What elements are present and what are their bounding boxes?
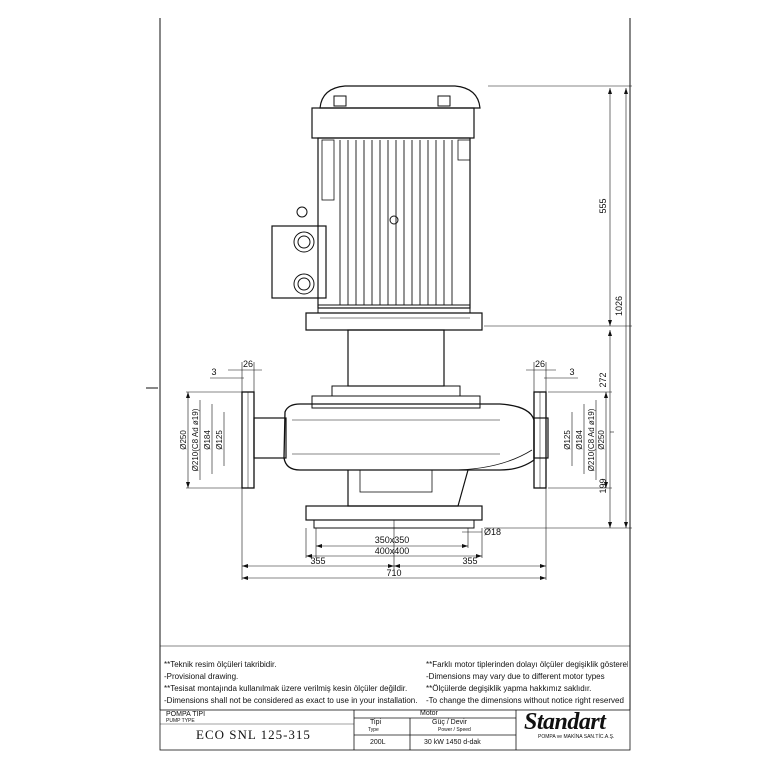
dim-555: 555	[598, 198, 608, 213]
dim-flange-left-210: Ø210(C8 Ad ø19)	[191, 408, 200, 471]
dim-3-right: 3	[569, 367, 574, 377]
dim-272: 272	[598, 372, 608, 387]
motor	[271, 85, 483, 331]
pump-casing	[253, 403, 549, 529]
dim-3-left: 3	[211, 367, 216, 377]
dim-flange-left-250: Ø250	[179, 430, 188, 450]
company-logo: Standart POMPA ve MAKİNA SAN.TİC.A.Ş.	[524, 708, 628, 740]
dimension-arrows	[186, 88, 628, 580]
dim-flange-right-184: Ø184	[575, 430, 584, 450]
note-right-1: **Farklı motor tiplerinden dolayı ölçüle…	[426, 660, 628, 669]
motor-type-label-tr: Tipi	[370, 719, 382, 726]
notes-right: **Farklı motor tiplerinden dolayı ölçüle…	[426, 659, 628, 707]
note-right-3: **Ölçülerde degişiklik yapma hakkımız sa…	[426, 684, 592, 693]
motor-power-label-tr: Güç / Devir	[432, 719, 468, 726]
pump-model: ECO SNL 125-315	[196, 727, 311, 742]
motor-power-label-en: Power / Speed	[438, 727, 471, 733]
dim-26-right: 26	[535, 359, 545, 369]
dim-flange-right-250: Ø250	[597, 430, 606, 450]
dim-400x400: 400x400	[375, 546, 410, 556]
dim-flange-left-184: Ø184	[203, 430, 212, 450]
note-right-2: -Dimensions may vary due to different mo…	[426, 672, 605, 681]
dim-350x350: 350x350	[375, 535, 410, 545]
motor-power-value: 30 kW 1450 d-dak	[424, 739, 481, 746]
logo-wordmark: Standart	[524, 709, 606, 735]
dim-flange-left-125: Ø125	[215, 430, 224, 450]
dim-199: 199	[598, 478, 608, 493]
note-right-4: -To change the dimensions without notice…	[426, 696, 624, 705]
dim-710: 710	[386, 568, 401, 578]
dim-hole-18: Ø18	[484, 527, 501, 537]
motor-header: Motor	[420, 710, 438, 717]
dim-355-right: 355	[462, 556, 477, 566]
notes-left: **Teknik resim ölçüleri takribidir. -Pro…	[164, 659, 417, 707]
dim-26-left: 26	[243, 359, 253, 369]
note-left-1: **Teknik resim ölçüleri takribidir.	[164, 660, 277, 669]
dim-1026: 1026	[614, 296, 624, 316]
note-left-3: **Tesisat montajında kullanılmak üzere v…	[164, 684, 408, 693]
pump-type-label-en: PUMP TYPE	[166, 718, 195, 724]
flange-left	[241, 391, 255, 489]
lantern	[311, 329, 481, 409]
dim-flange-right-125: Ø125	[563, 430, 572, 450]
title-block-frame	[159, 709, 631, 751]
dim-flange-right-210: Ø210(C8 Ad ø19)	[587, 408, 596, 471]
note-left-2: -Provisional drawing.	[164, 672, 239, 681]
company-tagline: POMPA ve MAKİNA SAN.TİC.A.Ş.	[538, 734, 615, 740]
note-left-4: -Dimensions shall not be considered as e…	[164, 696, 418, 705]
dim-355-left: 355	[310, 556, 325, 566]
motor-type-label-en: Type	[368, 727, 379, 733]
dimension-lines	[186, 85, 632, 580]
motor-type-value: 200L	[370, 739, 386, 746]
flange-right	[533, 391, 547, 489]
pump-type-label-tr: POMPA TİPİ	[166, 711, 206, 718]
